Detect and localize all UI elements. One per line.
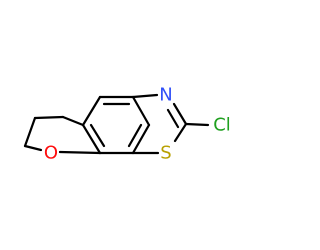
atom-label-chlorine: Cl [213,115,231,136]
double-bond-inner [127,123,143,148]
double-bond-inner [166,108,180,129]
atom-label-sulfur: S [160,143,171,164]
thiazole-ring [131,93,210,155]
bond [173,122,188,143]
bond [23,144,43,152]
bond [81,123,102,155]
bond [23,116,37,148]
bond [131,123,151,155]
bond [58,150,102,155]
bond [81,95,102,127]
double-bond-inner [89,123,106,148]
structure-diagram: N S Cl O [23,85,231,164]
atom-label-nitrogen: N [159,85,172,106]
bond [61,115,85,127]
bond [131,93,159,99]
bond [33,115,65,120]
dihydrofuran-ring [23,115,102,155]
atom-label-oxygen: O [44,143,58,164]
benzene-ring [81,95,151,155]
bond [184,122,210,127]
bond [131,95,151,127]
bond [172,102,188,126]
